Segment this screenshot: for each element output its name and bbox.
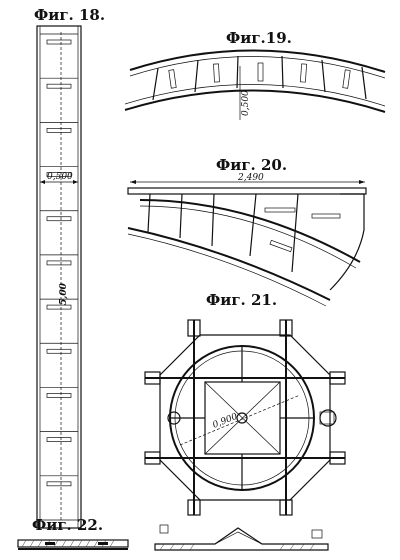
fig18-slot: [46, 304, 72, 310]
fig18-slot: [46, 216, 72, 222]
fig18-slot: [46, 128, 72, 133]
fig18-slot: [46, 260, 72, 266]
fig19-curved-segment: Фиг.19. 0,500: [124, 29, 386, 120]
fig20-span-dim: 2,490: [237, 173, 264, 183]
fig18-slot: [46, 481, 72, 487]
fig18-slot: [46, 348, 72, 354]
fig18-rungs: [40, 33, 78, 521]
fig21-circular-hub: Фиг. 21.: [144, 291, 346, 516]
fig21-label: Фиг. 21.: [206, 291, 277, 309]
fig20-label: Фиг. 20.: [216, 156, 287, 174]
fig21-diameter-dim: 0,900: [211, 412, 239, 431]
fig18-slot: [46, 39, 72, 45]
fig18-width-dim: 0,500: [47, 172, 73, 182]
fig19-depth-dim: 0,500: [241, 90, 251, 116]
fig22-label: Фиг. 22.: [32, 516, 103, 534]
fig18-slot: [46, 83, 72, 89]
fig19-label: Фиг.19.: [226, 29, 292, 47]
fig18-slot: [46, 393, 72, 398]
fig22-section-profile: Фиг. 22.: [17, 516, 329, 551]
fig18-slot: [46, 172, 72, 177]
fig18-ladder-frame: Фиг. 18. 0,500 5,00: [34, 6, 105, 529]
fig18-slot: [46, 437, 72, 442]
fig18-length-dim: 5,00: [59, 282, 69, 305]
fig18-label: Фиг. 18.: [34, 6, 105, 24]
fig20-junction-frame: Фиг. 20. 2,490: [127, 156, 367, 307]
